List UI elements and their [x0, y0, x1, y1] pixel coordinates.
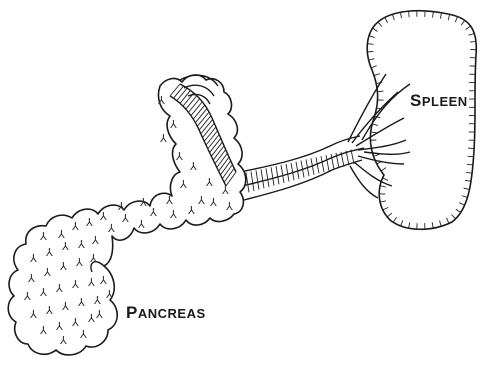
acinus-glyph: ⅄	[226, 200, 233, 213]
acinus-glyph: ⅄	[94, 294, 101, 307]
acinus-glyph: ⅄	[28, 272, 35, 285]
acinus-glyph: ⅄	[78, 296, 85, 309]
acinus-glyph: ⅄	[56, 320, 63, 333]
acinus-glyph: ⅄	[180, 178, 187, 191]
capsule-tick	[377, 91, 383, 92]
splenic-vessel-middle	[242, 148, 364, 186]
trunk-hatch-line	[266, 168, 269, 187]
acinus-glyph: ⅄	[88, 276, 95, 289]
spleen-label: SPLEEN	[410, 91, 468, 110]
acinus-glyph: ⅄	[106, 288, 113, 301]
acinus-glyph: ⅄	[40, 230, 47, 243]
trunk-hatch-line	[261, 169, 264, 188]
acinus-glyph: ⅄	[122, 212, 129, 225]
acinus-glyph: ⅄	[40, 324, 47, 337]
acinus-glyph: ⅄	[40, 286, 47, 299]
acinus-glyph: ⅄	[86, 216, 93, 229]
acinus-glyph: ⅄	[76, 256, 83, 269]
trunk-hatch-line	[286, 164, 289, 182]
acinus-glyph: ⅄	[72, 278, 79, 291]
acinus-glyph: ⅄	[118, 200, 125, 213]
acinus-glyph: ⅄	[170, 208, 177, 221]
trunk-hatch-line	[276, 166, 279, 184]
acinus-glyph: ⅄	[190, 160, 197, 173]
acinus-glyph: ⅄	[60, 334, 67, 347]
acinus-glyph: ⅄	[30, 308, 37, 321]
trunk-hatch-line	[271, 167, 274, 185]
acinus-glyph: ⅄	[160, 132, 167, 145]
trunk-hatch-line	[326, 155, 329, 171]
acinus-glyph: ⅄	[210, 196, 217, 209]
spleen-outline	[367, 11, 476, 230]
acinus-glyph: ⅄	[108, 222, 115, 235]
acinus-glyph: ⅄	[62, 300, 69, 313]
acinus-glyph: ⅄	[72, 220, 79, 233]
acinus-glyph: ⅄	[138, 218, 145, 231]
capsule-tick	[467, 164, 473, 165]
trunk-hatch-line	[281, 165, 284, 183]
spleen	[367, 11, 476, 230]
trunk-hatch-line	[346, 151, 349, 166]
acinus-glyph: ⅄	[198, 194, 205, 207]
pancreas-label: PANCREAS	[126, 303, 206, 322]
acinus-glyph: ⅄	[170, 118, 177, 131]
acinus-glyph: ⅄	[60, 260, 67, 273]
trunk-hatch-line	[256, 170, 259, 189]
acinus-glyph: ⅄	[150, 206, 157, 219]
acinus-glyph: ⅄	[188, 204, 195, 217]
acinus-glyph: ⅄	[62, 240, 69, 253]
acinus-glyph: ⅄	[100, 210, 107, 223]
acinus-glyph: ⅄	[72, 316, 79, 329]
acinus-glyph: ⅄	[166, 194, 173, 207]
acinus-glyph: ⅄	[78, 238, 85, 251]
acinus-glyph: ⅄	[100, 274, 107, 287]
acinus-glyph: ⅄	[44, 266, 51, 279]
acinus-glyph: ⅄	[92, 234, 99, 247]
acinus-glyph: ⅄	[176, 150, 183, 163]
acinus-glyph: ⅄	[30, 252, 37, 265]
trunk-hatch-line	[321, 156, 324, 172]
acinus-glyph: ⅄	[96, 308, 103, 321]
capsule-tick	[470, 41, 476, 42]
acinus-glyph: ⅄	[56, 282, 63, 295]
acinus-glyph: ⅄	[206, 176, 213, 189]
acinus-glyph: ⅄	[80, 328, 87, 341]
acinus-glyph: ⅄	[46, 246, 53, 259]
acinus-glyph: ⅄	[140, 196, 147, 209]
acinus-glyph: ⅄	[158, 94, 165, 107]
acinus-glyph: ⅄	[88, 312, 95, 325]
capsule-tick	[409, 11, 410, 17]
trunk-hatch-line	[351, 150, 354, 164]
trunk-hatch-line	[316, 157, 319, 173]
acinus-glyph: ⅄	[24, 290, 31, 303]
acinus-glyph: ⅄	[222, 184, 229, 197]
acinus-glyph: ⅄	[90, 252, 97, 265]
acinus-glyph: ⅄	[46, 304, 53, 317]
trunk-hatch-line	[251, 172, 254, 191]
trunk-hatch-line	[246, 173, 249, 193]
